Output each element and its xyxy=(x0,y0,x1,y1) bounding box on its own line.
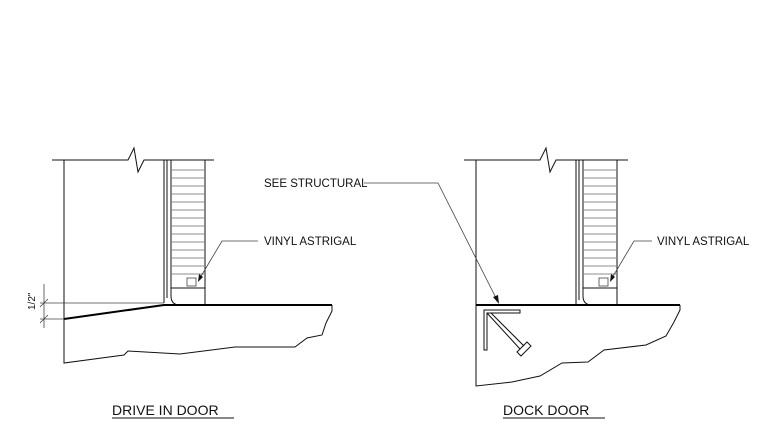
door-panel xyxy=(170,159,206,289)
anchor-bolt xyxy=(486,312,532,357)
half-inch-dimension xyxy=(39,284,164,328)
slab-outline xyxy=(63,305,333,364)
break-line xyxy=(52,146,214,174)
astrigal-arrowhead xyxy=(610,274,615,282)
astrigal-leader xyxy=(611,240,652,279)
vinyl-astrigal xyxy=(582,288,618,306)
dock-door-title: DOCK DOOR xyxy=(503,402,589,418)
dimension-label: 1/2" xyxy=(27,292,38,310)
drive-in-astrigal-label: VINYL ASTRIGAL xyxy=(264,236,357,248)
vinyl-astrigal xyxy=(170,288,206,306)
see-structural-label: SEE STRUCTURAL xyxy=(264,178,368,190)
door-panel-hatch xyxy=(172,169,204,275)
slab-outline xyxy=(475,305,681,387)
slab-top-heavy xyxy=(63,304,332,320)
door-panel xyxy=(582,159,618,289)
dock-door-detail: SEE STRUCTURAL VINYL ASTRIGAL DOCK DOOR xyxy=(264,146,750,419)
dock-astrigal-label: VINYL ASTRIGAL xyxy=(657,236,750,248)
break-line xyxy=(464,146,628,174)
door-panel-hatch xyxy=(584,169,616,275)
astrigal-small-square xyxy=(186,277,197,287)
astrigal-small-square xyxy=(598,277,609,287)
drive-in-door-detail: 1/2" VINYL ASTRIGAL DRIVE IN DOOR xyxy=(27,146,357,419)
astrigal-leader xyxy=(199,240,258,279)
structural-arrowhead xyxy=(493,295,499,304)
structural-leader xyxy=(364,182,498,301)
drive-in-door-title: DRIVE IN DOOR xyxy=(112,402,219,418)
astrigal-arrowhead xyxy=(198,274,203,282)
